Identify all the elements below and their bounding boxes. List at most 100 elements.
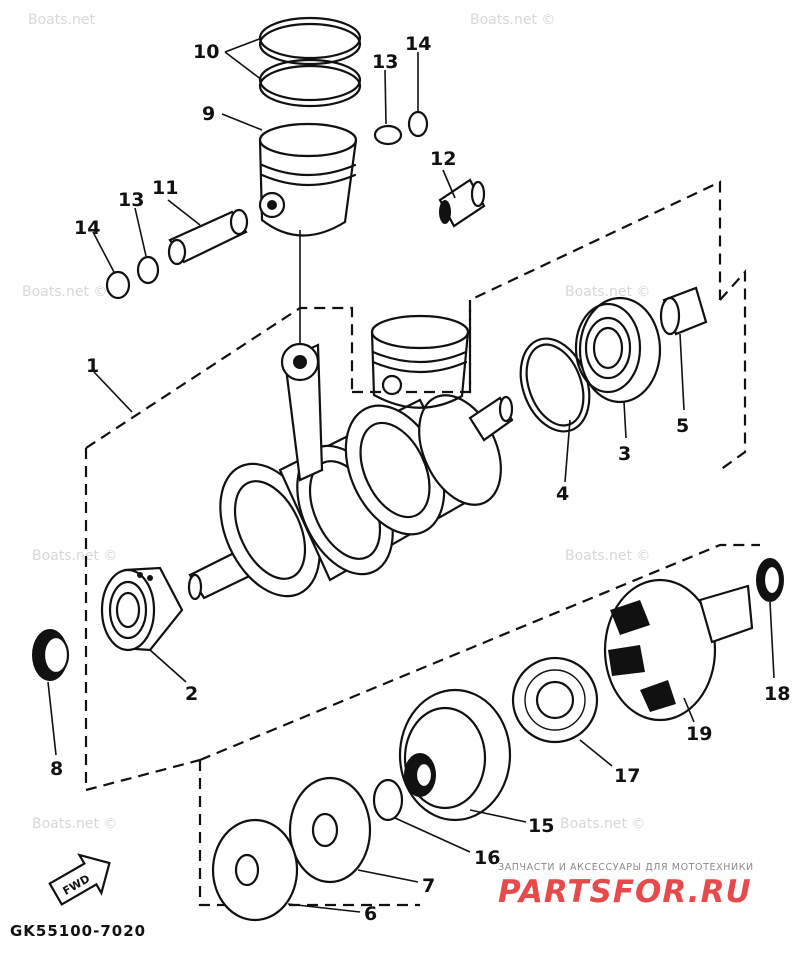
part-label-13: 13: [118, 189, 144, 211]
washer-large: [288, 776, 372, 884]
housing-rim: [403, 706, 487, 810]
coupler-boundary-top: [199, 543, 760, 762]
part-label-7: 7: [422, 875, 435, 897]
crankshaft-assembly: [187, 342, 514, 601]
watermark-text: Boats.net ©: [565, 284, 650, 300]
watermark-text: Boats.net ©: [470, 12, 555, 28]
part-label-8: 8: [50, 758, 63, 780]
part-label-19: 19: [686, 723, 712, 745]
connecting-rod-pin-bore: [293, 355, 307, 369]
circlip: [136, 255, 160, 285]
part-label-18: 18: [764, 683, 790, 705]
part-label-12: 12: [430, 148, 456, 170]
circlip: [373, 124, 403, 146]
bearing-bore: [592, 326, 624, 370]
piston-pin: [167, 208, 249, 266]
piston-crown: [258, 122, 358, 158]
piston-ring-groove: [371, 360, 468, 374]
coupling-hub: [698, 584, 754, 644]
crankshaft-right-tip: [498, 395, 514, 423]
needle-bearing-end: [439, 200, 451, 224]
rubber-damper: [511, 656, 599, 744]
needle-bearing-end: [470, 180, 486, 208]
piston-ring-pair: [258, 16, 362, 108]
damper-hub: [535, 680, 575, 720]
piston-pin-hole: [267, 200, 277, 210]
watermark-text: Boats.net ©: [32, 816, 117, 832]
piston-ring-lower: [258, 58, 362, 102]
crankshaft-boundary-top: [85, 306, 354, 449]
leader-line: [442, 169, 456, 199]
piston-installed: [370, 314, 470, 409]
part-label-9: 9: [202, 103, 215, 125]
part-label-14: 14: [74, 217, 100, 239]
washer: [407, 110, 429, 138]
part-label-2: 2: [185, 683, 198, 705]
needle-bearing: [438, 178, 486, 228]
leader-line: [564, 419, 571, 483]
leader-lines: [47, 37, 775, 913]
leader-line: [93, 371, 133, 413]
leader-line: [623, 401, 627, 439]
coupling-jaw: [640, 680, 676, 712]
shop-tagline: ЗАПЧАСТИ И АКСЕССУАРЫ ДЛЯ МОТОТЕХНИКИ: [498, 862, 754, 873]
leader-line: [679, 333, 685, 411]
leader-line: [469, 809, 527, 823]
pin-clip-right: [373, 110, 429, 146]
part-label-1: 1: [86, 355, 99, 377]
ball-bearing-right: [574, 296, 662, 404]
piston-ring-groove: [260, 173, 357, 187]
part-label-5: 5: [676, 415, 689, 437]
watermark-text: Boats.net ©: [22, 284, 107, 300]
watermark-text: Boats.net ©: [565, 548, 650, 564]
leader-line: [167, 199, 201, 226]
watermark-text: Boats.net: [28, 12, 95, 28]
housing-bore-inner: [414, 761, 434, 789]
assembly-boundary-lines: [84, 180, 760, 907]
piston-ring-lower-edge: [258, 64, 362, 108]
washer: [105, 270, 131, 300]
pin-clip-left: [105, 255, 160, 300]
part-label-14: 14: [405, 33, 431, 55]
coupling-half: [603, 578, 754, 722]
washer-front: [211, 818, 299, 922]
bearing-boundary-right: [719, 269, 747, 471]
drawing-code: GK55100-7020: [10, 922, 146, 940]
oil-seal-right: [756, 558, 784, 602]
shop-logo: PARTSFOR.RU: [498, 874, 752, 910]
part-label-3: 3: [618, 443, 631, 465]
crankshaft-tip: [187, 573, 203, 601]
leader-line: [224, 37, 263, 53]
crank-web-inner: [233, 480, 307, 580]
oil-seal-left: [32, 629, 70, 681]
watermark-layer: Boats.net Boats.net © Boats.net © Boats.…: [22, 12, 650, 832]
forward-arrow-shape: [48, 853, 111, 906]
oil-seal-inner: [762, 564, 782, 596]
damper-ring: [524, 669, 586, 731]
watermark-text: Boats.net ©: [560, 816, 645, 832]
part-number-labels: 10 9 13 14 12 11 13 14 1 4 3 5 2 8 18 19…: [50, 33, 790, 925]
piston: [258, 122, 358, 237]
leader-line: [221, 113, 263, 131]
leader-line: [287, 903, 361, 913]
bushing-end: [659, 296, 681, 336]
leader-line: [149, 649, 187, 683]
part-label-4: 4: [556, 483, 569, 505]
part-label-16: 16: [474, 847, 500, 869]
bearing-bore: [115, 591, 141, 629]
piston-crown: [370, 314, 470, 350]
piston-pin-end: [167, 238, 187, 266]
coupler-boundary: [198, 760, 420, 907]
leader-line: [769, 601, 775, 679]
part-label-6: 6: [364, 903, 377, 925]
oil-seal-inner: [42, 635, 70, 675]
leader-line: [224, 51, 263, 81]
o-ring: [372, 778, 404, 822]
forward-arrow: FWD: [48, 853, 111, 906]
coupling-housing: [398, 688, 512, 822]
piston-pin-boss: [381, 374, 403, 396]
part-label-13: 13: [372, 51, 398, 73]
watermark-text: Boats.net ©: [32, 548, 117, 564]
piston-ring-groove: [260, 163, 357, 177]
